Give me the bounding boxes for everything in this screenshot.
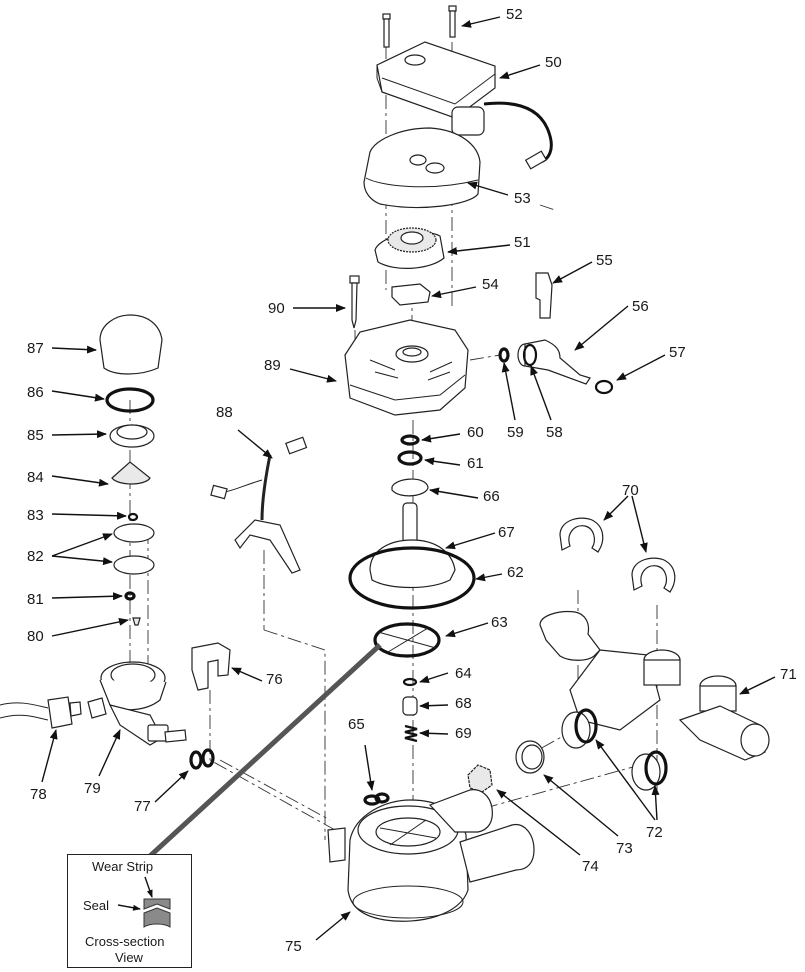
callout-76: 76 (266, 671, 283, 688)
part-85-retainer (109, 424, 155, 448)
callout-67: 67 (498, 524, 515, 541)
callout-65: 65 (348, 716, 365, 733)
part-71-bypass-valve (539, 610, 770, 791)
callout-53: 53 (514, 190, 531, 207)
part-81-plug (124, 591, 136, 601)
callout-62: 62 (507, 564, 524, 581)
inset-wear-strip-label: Wear Strip (92, 859, 154, 874)
callout-69: 69 (455, 725, 472, 742)
callout-arrows (41, 16, 776, 941)
cross-section-inset: Wear Strip Seal Cross-section View (67, 854, 192, 968)
callout-51: 51 (514, 234, 531, 251)
part-80-flow-control (132, 617, 141, 626)
callout-74: 74 (582, 858, 599, 875)
callout-50: 50 (545, 54, 562, 71)
part-77-o-rings (189, 748, 215, 770)
callout-81: 81 (27, 591, 44, 608)
part-84-screen (111, 461, 151, 485)
part-68-sleeve (402, 696, 418, 716)
inset-caption-line2: View (115, 950, 143, 965)
part-57-hose-clamp (594, 379, 614, 395)
part-53-cover (363, 127, 481, 209)
part-63-seal-wear-strip (373, 622, 441, 658)
part-54-micro-switch (391, 283, 431, 306)
part-51-drive-gear (374, 227, 445, 269)
callout-64: 64 (455, 665, 472, 682)
inset-leader-line (148, 643, 382, 858)
part-79-injector-housing (87, 661, 187, 746)
callout-77: 77 (134, 798, 151, 815)
callout-58: 58 (546, 424, 563, 441)
callout-70: 70 (622, 482, 639, 499)
part-69-spring (404, 724, 418, 743)
callout-56: 56 (632, 298, 649, 315)
callout-52: 52 (506, 6, 523, 23)
part-89-base-plate (344, 319, 469, 416)
part-76-clip (191, 642, 231, 691)
part-88-wire-harness (210, 436, 308, 574)
part-78-brine-line (0, 696, 82, 729)
part-58-drain-elbow (517, 339, 591, 385)
callout-80: 80 (27, 628, 44, 645)
part-52-screws (382, 5, 457, 48)
callout-57: 57 (669, 344, 686, 361)
callout-66: 66 (483, 488, 500, 505)
part-90-screw (349, 275, 360, 329)
callout-61: 61 (467, 455, 484, 472)
callout-55: 55 (596, 252, 613, 269)
callout-88: 88 (216, 404, 233, 421)
callout-79: 79 (84, 780, 101, 797)
callout-82: 82 (27, 548, 44, 565)
part-60-o-ring (400, 434, 420, 446)
callout-85: 85 (27, 427, 44, 444)
part-55-clip (535, 272, 553, 319)
callout-78: 78 (30, 786, 47, 803)
callout-59: 59 (507, 424, 524, 441)
part-74-turbine (467, 764, 493, 793)
part-87-cap (99, 314, 163, 375)
callout-73: 73 (616, 840, 633, 857)
part-75-valve-body (327, 789, 535, 922)
seal-cross-section-graphic (117, 876, 171, 928)
part-50-motor-housing (376, 41, 553, 170)
part-65-o-rings (363, 792, 390, 806)
part-61-o-ring (397, 450, 423, 466)
part-86-o-ring (105, 387, 155, 413)
callout-labels: 50 51 52 53 54 55 56 57 58 59 60 61 62 6… (27, 6, 797, 955)
part-73-turbine-support (515, 740, 545, 774)
part-82-injector (113, 523, 155, 575)
callout-60: 60 (467, 424, 484, 441)
inset-caption-line1: Cross-section (85, 934, 165, 949)
callout-72: 72 (646, 824, 663, 841)
callout-75: 75 (285, 938, 302, 955)
callout-68: 68 (455, 695, 472, 712)
callout-86: 86 (27, 384, 44, 401)
inset-seal-label: Seal (83, 898, 110, 913)
callout-90: 90 (268, 300, 285, 317)
part-70-retaining-clips (559, 517, 676, 593)
callout-63: 63 (491, 614, 508, 631)
part-62-o-ring (348, 546, 476, 610)
part-59-seal (498, 347, 510, 363)
part-83-washer (127, 512, 139, 522)
part-64-o-ring (402, 677, 418, 687)
part-67-piston-assembly (369, 502, 456, 589)
callout-71: 71 (780, 666, 797, 683)
part-66-wave-washer (391, 478, 429, 497)
callout-83: 83 (27, 507, 44, 524)
callout-84: 84 (27, 469, 44, 486)
callout-87: 87 (27, 340, 44, 357)
callout-89: 89 (264, 357, 281, 374)
part-72-o-rings (574, 708, 668, 786)
callout-54: 54 (482, 276, 499, 293)
